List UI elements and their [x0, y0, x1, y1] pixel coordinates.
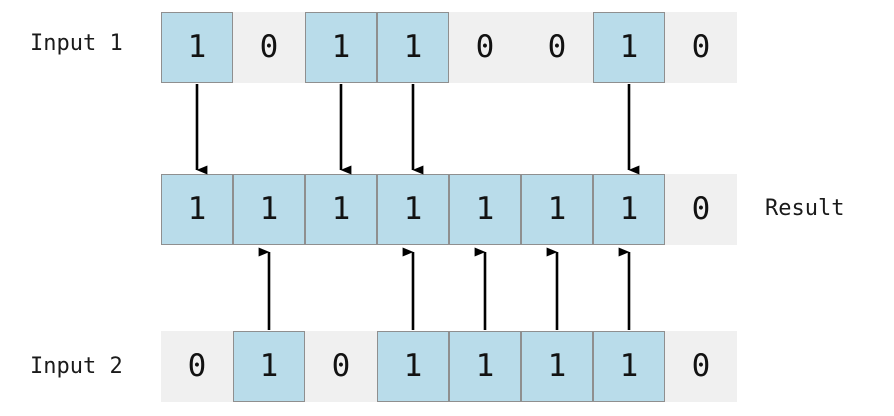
bit-cell-result-2: 1: [305, 174, 377, 245]
bit-cell-input1-5: 0: [521, 12, 593, 83]
bit-cell-input2-7: 0: [665, 331, 737, 402]
bit-cell-input2-0: 0: [161, 331, 233, 402]
bit-cell-input1-4: 0: [449, 12, 521, 83]
bit-cell-result-1: 1: [233, 174, 305, 245]
bit-cell-input1-3: 1: [377, 12, 449, 83]
bit-cell-result-4: 1: [449, 174, 521, 245]
row-label-input1: Input 1: [30, 31, 123, 56]
bit-cell-input2-5: 1: [521, 331, 593, 402]
bit-cell-input1-7: 0: [665, 12, 737, 83]
row-label-result: Result: [765, 196, 845, 221]
bit-cell-result-5: 1: [521, 174, 593, 245]
bit-cell-input1-6: 1: [593, 12, 665, 83]
bit-cell-input2-2: 0: [305, 331, 377, 402]
bit-cell-result-7: 0: [665, 174, 737, 245]
bit-cell-result-6: 1: [593, 174, 665, 245]
bit-cell-input1-0: 1: [161, 12, 233, 83]
bit-cell-input2-3: 1: [377, 331, 449, 402]
bit-cell-result-0: 1: [161, 174, 233, 245]
bit-cell-input2-6: 1: [593, 331, 665, 402]
bit-cell-input1-1: 0: [233, 12, 305, 83]
bit-cell-input2-4: 1: [449, 331, 521, 402]
bit-cell-result-3: 1: [377, 174, 449, 245]
bit-cell-input1-2: 1: [305, 12, 377, 83]
bit-cell-input2-1: 1: [233, 331, 305, 402]
row-label-input2: Input 2: [30, 354, 123, 379]
